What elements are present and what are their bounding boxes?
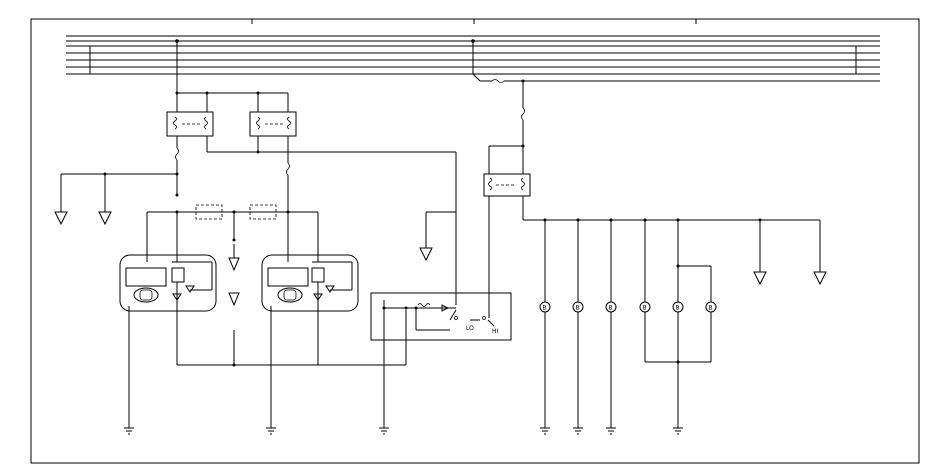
relay-left-2 bbox=[249, 111, 297, 137]
headlight-switch-module: LO HI bbox=[370, 211, 512, 428]
ground-symbols-right bbox=[540, 427, 683, 435]
lamp-label: B bbox=[643, 305, 647, 312]
lamp-label: B bbox=[543, 305, 547, 312]
lamp-bus bbox=[523, 218, 827, 428]
frame-ticks bbox=[251, 19, 697, 24]
lamp-label: B bbox=[576, 305, 580, 312]
lamp-row: B B B B B B bbox=[539, 301, 717, 313]
left-feed bbox=[175, 39, 289, 112]
return-line bbox=[177, 310, 407, 367]
headlight-right bbox=[261, 254, 359, 428]
lamp-label: B bbox=[676, 305, 680, 312]
switch-label-hi: HI bbox=[492, 328, 499, 335]
ground-symbols-left bbox=[124, 427, 389, 435]
relay-right bbox=[483, 173, 531, 318]
lamp-label: B bbox=[609, 305, 613, 312]
lamp-label: B bbox=[709, 305, 713, 312]
headlight-left bbox=[119, 254, 217, 428]
relay-left-1 bbox=[166, 111, 214, 137]
left-harness bbox=[54, 136, 457, 307]
right-feed bbox=[471, 39, 525, 174]
diagram-frame bbox=[30, 18, 920, 464]
switch-label-lo: LO bbox=[466, 325, 474, 332]
